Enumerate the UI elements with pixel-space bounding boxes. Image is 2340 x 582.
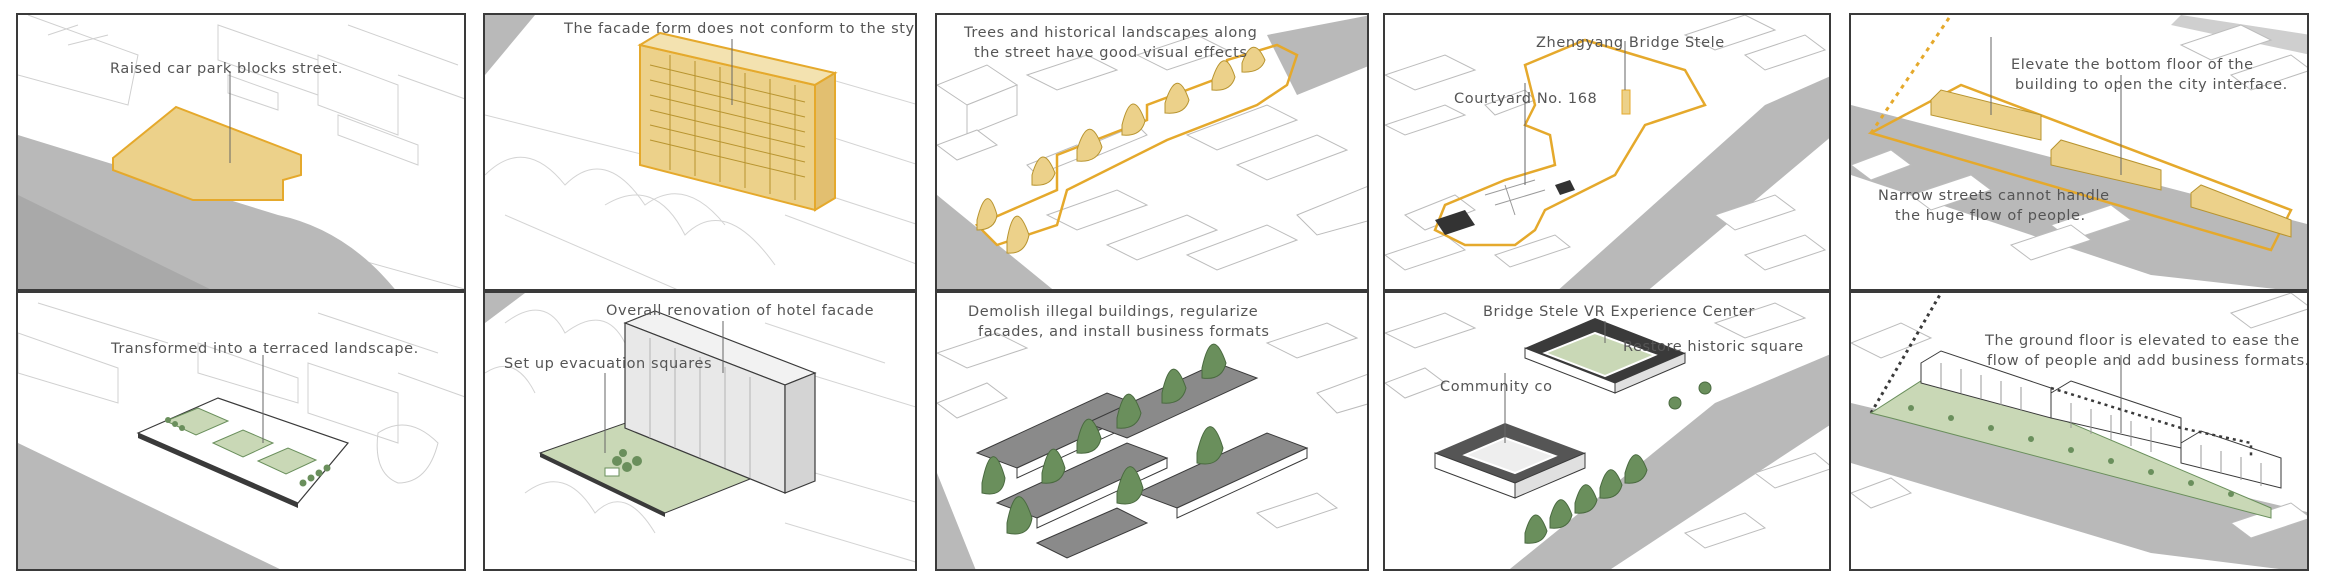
street-trees [981,343,1227,535]
road [937,473,976,569]
panel-3-label-line-2: the street have good visual effects [974,45,1248,61]
panel-raised-car-park: Raised car park blocks street. [16,13,466,291]
panel-7-label-squares: Set up evacuation squares [504,356,713,372]
trees [165,417,331,487]
street-planting [1908,405,2234,497]
panel-4-label-courtyard: Courtyard No. 168 [1454,91,1598,107]
panel-bridge-stele: Zhengyang Bridge Stele Courtyard No. 168 [1383,13,1831,291]
panel-drawing [937,322,1367,569]
panel-5-label-line-2: building to open the city interface. [2015,77,2288,93]
trees [1524,381,1712,544]
panel-7-label-facade: Overall renovation of hotel facade [606,303,875,319]
panel-10-label-line-2: flow of people and add business formats. [1987,353,2309,369]
terrace-lawns [164,407,318,475]
raised-car-park-highlight [112,105,302,201]
panel-drawing [1385,15,1829,289]
vr-center [1524,318,1686,394]
panel-drawing [485,293,915,563]
panel-narrow-streets: Elevate the bottom floor of the building… [1849,13,2309,291]
panel-drawing [937,15,1367,289]
panel-8-label-line-2: facades, and install business formats [978,324,1270,340]
panel-9-label-community: Community co [1440,379,1553,395]
panel-5-label-line-3: Narrow streets cannot handle [1878,188,2110,204]
panel-8-label-line-1: Demolish illegal buildings, regularize [968,304,1259,320]
panel-elevated-ground-floor: The ground floor is elevated to ease the… [1849,291,2309,571]
panel-hotel-renovation: Overall renovation of hotel facade Set u… [483,291,917,571]
panel-drawing [18,302,464,569]
panel-drawing [485,15,915,289]
street-outline [974,43,1299,247]
road [1851,105,2307,289]
road [1509,354,1829,569]
stele-highlight [1621,89,1631,115]
panel-drawing [1851,293,2307,569]
panel-vr-experience-center: Bridge Stele VR Experience Center Restor… [1383,291,1831,571]
community-courtyard [1434,423,1586,499]
panel-2-label: The facade form does not conform to the … [564,21,917,37]
panel-drawing [18,15,464,289]
panel-demolish-regularize: Demolish illegal buildings, regularize f… [935,291,1369,571]
panel-drawing [1385,302,1829,569]
panel-9-label-square: Restore historic square [1623,339,1804,355]
courtyard-outline [1433,38,1707,247]
buildings-highlight [1930,89,2292,238]
tree-silhouettes [976,46,1266,254]
panel-terraced-landscape: Transformed into a terraced landscape. [16,291,466,571]
panel-1-label: Raised car park blocks street. [110,61,344,77]
panel-4-label-stele: Zhengyang Bridge Stele [1536,35,1725,51]
elevated-buildings [1920,350,2282,489]
road [485,293,525,323]
panel-6-label: Transformed into a terraced landscape. [111,341,419,357]
panel-5-label-line-4: the huge flow of people. [1895,208,2086,224]
panel-3-label-line-1: Trees and historical landscapes along [964,25,1258,41]
panel-9-label-vr: Bridge Stele VR Experience Center [1483,304,1755,320]
road [18,413,280,569]
road [1851,403,2307,569]
trees [612,449,642,472]
road [937,195,1053,289]
panel-10-label-line-1: The ground floor is elevated to ease the [1985,333,2300,349]
panel-facade-style: The facade form does not conform to the … [483,13,917,291]
panel-drawing [1851,15,2307,289]
panel-historical-landscapes: Trees and historical landscapes along th… [935,13,1369,291]
road [485,15,535,75]
panel-5-label-line-1: Elevate the bottom floor of the [2011,57,2254,73]
road [1559,76,1829,289]
